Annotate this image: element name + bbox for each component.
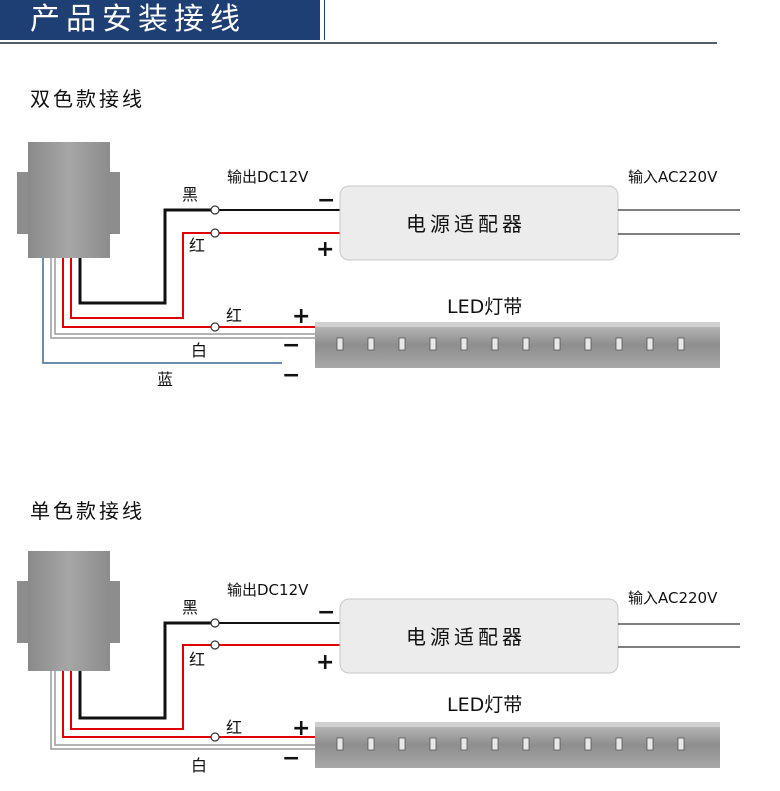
adapter-label: 电源适配器 — [406, 625, 526, 649]
wire-red-adapter — [70, 232, 215, 319]
strip-minus-white: − — [282, 333, 300, 358]
power-adapter — [339, 598, 740, 674]
dual-color-wiring-diagram: 输出DC12V 输入AC220V 电源适配器 LED灯带 黑 红 红 白 蓝 −… — [17, 142, 740, 389]
led-chip — [553, 337, 561, 351]
led-chip — [336, 737, 344, 751]
input-label: 输入AC220V — [628, 589, 718, 607]
strip-plus: + — [292, 716, 310, 741]
output-label: 输出DC12V — [227, 581, 309, 599]
wire-white-inner — [54, 258, 315, 335]
input-label: 输入AC220V — [628, 168, 718, 186]
led-chip — [429, 337, 437, 351]
led-chip — [336, 337, 344, 351]
wire-label-blue: 蓝 — [157, 370, 173, 389]
wire-red-strip — [62, 258, 215, 328]
led-strip — [315, 722, 720, 768]
led-chip — [429, 737, 437, 751]
wire-label-black: 黑 — [182, 185, 198, 204]
strip-label: LED灯带 — [447, 694, 522, 716]
header-banner: 产品安装接线 — [0, 0, 325, 40]
wire-red-strip — [62, 671, 215, 738]
header-accent-bar — [320, 0, 324, 40]
led-chip — [460, 737, 468, 751]
led-chip — [460, 337, 468, 351]
led-chip — [615, 737, 623, 751]
single-color-wiring-diagram: 输出DC12V 输入AC220V 电源适配器 LED灯带 黑 红 红 白 − +… — [17, 551, 740, 775]
wire-label-white: 白 — [191, 341, 207, 360]
led-chip — [367, 337, 375, 351]
led-chip — [584, 337, 592, 351]
led-chip — [367, 737, 375, 751]
wire-red-adapter — [70, 644, 215, 730]
terminal-black — [210, 205, 220, 215]
wire-black — [78, 621, 215, 720]
strip-label: LED灯带 — [447, 296, 522, 318]
controller-box — [17, 551, 120, 671]
wire-label-red-strip: 红 — [226, 306, 242, 325]
wire-label-white: 白 — [191, 756, 207, 775]
controller-wires — [50, 621, 340, 750]
led-chip — [491, 737, 499, 751]
page-title: 产品安装接线 — [30, 2, 246, 37]
strip-minus-white: − — [282, 746, 300, 771]
header-divider — [0, 42, 717, 44]
power-adapter — [339, 185, 740, 261]
adapter-plus: + — [316, 650, 334, 675]
led-chips — [336, 737, 685, 751]
led-chip — [677, 337, 685, 351]
led-chip — [646, 737, 654, 751]
terminal-black — [210, 618, 220, 628]
led-chip — [522, 737, 530, 751]
output-label: 输出DC12V — [227, 168, 309, 186]
wire-label-red-strip: 红 — [226, 718, 242, 737]
adapter-minus: − — [317, 600, 335, 625]
wire-white-inner — [54, 671, 315, 746]
section-title-dual: 双色款接线 — [30, 87, 145, 111]
led-chip — [646, 337, 654, 351]
terminal-red — [210, 640, 220, 650]
led-chip — [615, 337, 623, 351]
led-chip — [584, 737, 592, 751]
led-chip — [677, 737, 685, 751]
led-strip — [315, 322, 720, 368]
led-chip — [398, 337, 406, 351]
led-chips — [336, 337, 685, 351]
wire-label-red: 红 — [189, 650, 205, 669]
strip-minus-blue: − — [282, 363, 300, 388]
led-chip — [553, 737, 561, 751]
terminal-red-strip — [210, 732, 220, 742]
controller-box — [17, 142, 120, 258]
wire-label-black: 黑 — [182, 598, 198, 617]
wire-blue — [42, 258, 282, 364]
terminal-red-strip — [210, 322, 220, 332]
wire-white-outer — [50, 258, 315, 339]
adapter-label: 电源适配器 — [406, 212, 526, 236]
terminal-red — [210, 228, 220, 238]
wire-black — [78, 208, 215, 305]
wire-white-outer — [50, 671, 315, 750]
led-chip — [398, 737, 406, 751]
wire-label-red: 红 — [189, 236, 205, 255]
adapter-minus: − — [317, 188, 335, 213]
controller-wires — [42, 208, 340, 364]
section-title-single: 单色款接线 — [30, 499, 145, 523]
adapter-plus: + — [316, 237, 334, 262]
led-chip — [522, 337, 530, 351]
strip-plus: + — [292, 304, 310, 329]
led-chip — [491, 337, 499, 351]
